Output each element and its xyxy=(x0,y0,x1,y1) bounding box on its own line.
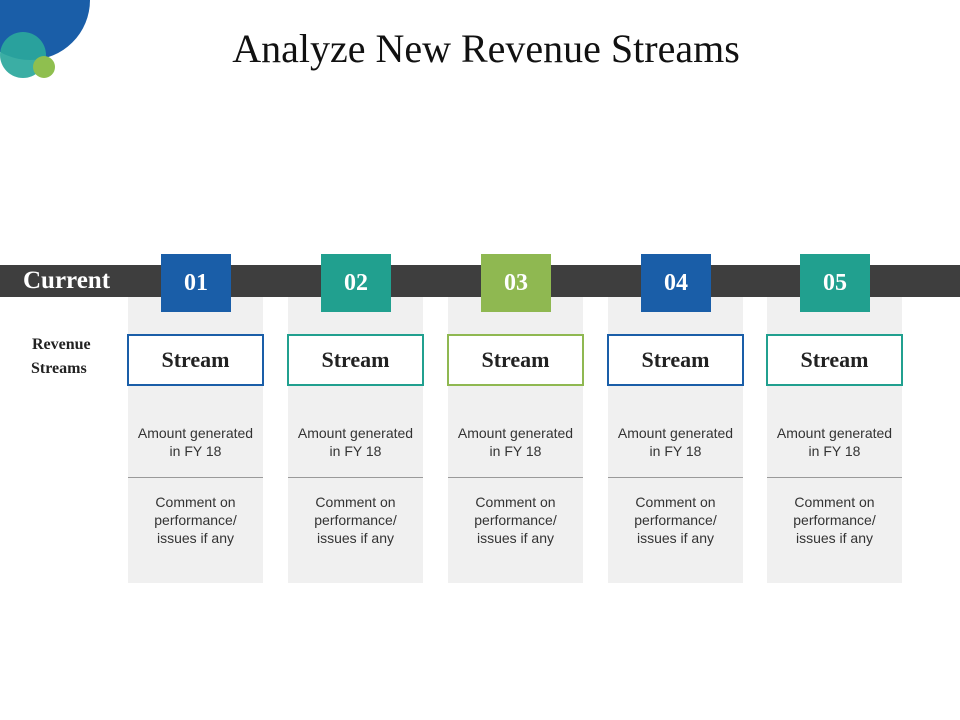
row-label-line2: Streams xyxy=(31,360,87,377)
step-number-box: 05 xyxy=(800,254,870,312)
amount-line: Amount generated xyxy=(457,425,574,441)
amount-line: Amount generated xyxy=(297,425,414,441)
stream-column-1: 01 Stream Amount generated in FY 18 Comm… xyxy=(127,254,264,583)
amount-line: in FY 18 xyxy=(489,443,542,459)
amount-line: in FY 18 xyxy=(329,443,382,459)
comment-line: Comment on xyxy=(155,494,236,510)
step-number-box: 02 xyxy=(321,254,391,312)
divider xyxy=(608,477,743,478)
amount-line: in FY 18 xyxy=(808,443,861,459)
amount-line: Amount generated xyxy=(137,425,254,441)
step-number-box: 01 xyxy=(161,254,231,312)
comment-line: issues if any xyxy=(636,530,715,546)
stream-column-5: 05 Stream Amount generated in FY 18 Comm… xyxy=(766,254,903,583)
divider xyxy=(128,477,263,478)
stream-column-3: 03 Stream Amount generated in FY 18 Comm… xyxy=(447,254,584,583)
comment-line: performance/ xyxy=(154,512,237,528)
divider xyxy=(448,477,583,478)
comment-line: Comment on xyxy=(315,494,396,510)
stream-label-box: Stream xyxy=(127,334,264,386)
comment-line: issues if any xyxy=(156,530,235,546)
step-number-box: 03 xyxy=(481,254,551,312)
comment-text: Comment on performance/ issues if any xyxy=(128,493,263,547)
amount-line: Amount generated xyxy=(776,425,893,441)
stream-label-box: Stream xyxy=(447,334,584,386)
amount-text: Amount generated in FY 18 xyxy=(448,424,583,460)
stream-column-2: 02 Stream Amount generated in FY 18 Comm… xyxy=(287,254,424,583)
comment-text: Comment on performance/ issues if any xyxy=(767,493,902,547)
comment-line: performance/ xyxy=(793,512,876,528)
divider xyxy=(767,477,902,478)
row-label-line1: Revenue xyxy=(32,336,91,353)
comment-line: issues if any xyxy=(476,530,555,546)
comment-line: performance/ xyxy=(314,512,397,528)
comment-line: issues if any xyxy=(316,530,395,546)
amount-text: Amount generated in FY 18 xyxy=(128,424,263,460)
amount-line: Amount generated xyxy=(617,425,734,441)
step-number-box: 04 xyxy=(641,254,711,312)
amount-line: in FY 18 xyxy=(169,443,222,459)
stream-label-box: Stream xyxy=(607,334,744,386)
amount-text: Amount generated in FY 18 xyxy=(288,424,423,460)
amount-line: in FY 18 xyxy=(649,443,702,459)
comment-line: performance/ xyxy=(634,512,717,528)
amount-text: Amount generated in FY 18 xyxy=(767,424,902,460)
decorative-circle-green xyxy=(33,56,55,78)
divider xyxy=(288,477,423,478)
comment-line: performance/ xyxy=(474,512,557,528)
comment-line: Comment on xyxy=(475,494,556,510)
stream-label-box: Stream xyxy=(766,334,903,386)
stream-label-box: Stream xyxy=(287,334,424,386)
amount-text: Amount generated in FY 18 xyxy=(608,424,743,460)
comment-line: Comment on xyxy=(635,494,716,510)
comment-text: Comment on performance/ issues if any xyxy=(608,493,743,547)
stream-column-4: 04 Stream Amount generated in FY 18 Comm… xyxy=(607,254,744,583)
comment-line: issues if any xyxy=(795,530,874,546)
comment-line: Comment on xyxy=(794,494,875,510)
slide-title: Analyze New Revenue Streams xyxy=(232,26,740,71)
revenue-streams-label: Revenue Streams xyxy=(20,333,115,381)
current-label: Current xyxy=(23,267,111,294)
comment-text: Comment on performance/ issues if any xyxy=(288,493,423,547)
comment-text: Comment on performance/ issues if any xyxy=(448,493,583,547)
